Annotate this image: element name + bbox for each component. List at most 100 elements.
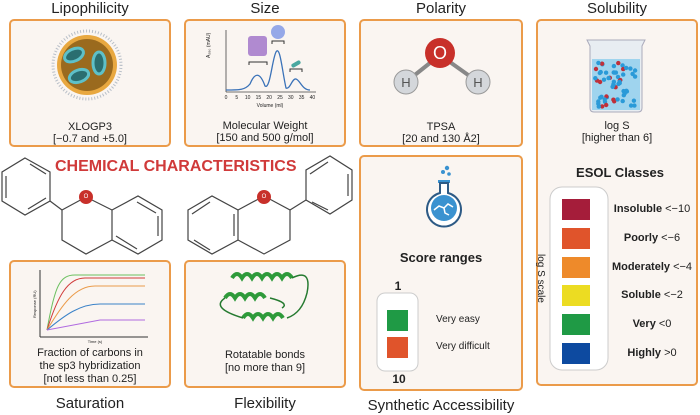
score-level-label: Very easy: [436, 314, 480, 325]
size-range: [150 and 500 g/mol]: [216, 132, 314, 144]
esol-class-threshold: >0: [664, 347, 677, 359]
flexibility-range: [no more than 9]: [224, 362, 306, 374]
particle: [615, 97, 620, 102]
lipophilicity-metric: XLOGP3: [67, 121, 113, 133]
particle: [611, 79, 617, 85]
esol-class-name: Very: [632, 318, 656, 331]
particle: [604, 102, 609, 108]
saturation-line1: Fraction of carbons in: [37, 347, 143, 359]
esol-class-threshold: <−10: [665, 203, 691, 215]
particle: [596, 60, 601, 66]
size-chart-tick: 5: [235, 95, 239, 101]
particle: [624, 65, 629, 71]
score-level-label: Very difficult: [436, 341, 490, 352]
score-bottom: 10: [392, 372, 406, 386]
esol-swatch: [562, 314, 590, 336]
particle: [615, 74, 621, 80]
particle: [631, 98, 637, 103]
size-chart-tick: 35: [298, 95, 305, 101]
score-swatch: [387, 310, 408, 331]
particle: [620, 63, 625, 68]
size-exclusion-chart: [225, 25, 316, 93]
esol-swatch: [562, 227, 590, 249]
flexibility-metric: Rotatable bonds: [224, 349, 306, 361]
oxygen-atom-right: [257, 190, 271, 204]
esol-class-name: Soluble: [621, 289, 661, 302]
size-chart-tick: 20: [266, 95, 272, 101]
esol-swatch: [562, 199, 590, 220]
flask-icon: [426, 165, 462, 228]
particle: [632, 103, 637, 108]
score-top: 1: [394, 279, 402, 293]
saturation-chart-ylabel: Response (RU): [32, 290, 37, 318]
flavan-molecule-left: [1, 157, 163, 255]
polarity-metric: TPSA: [426, 121, 456, 133]
particle: [601, 77, 607, 82]
panel-flexibility: [184, 260, 346, 388]
particle: [593, 76, 598, 81]
esol-class-threshold: <−2: [663, 289, 683, 302]
hydrogen-label-right: H: [473, 75, 483, 90]
size-chart-tick: 15: [255, 95, 262, 101]
lipophilicity-range: [−0.7 and +5.0]: [52, 133, 127, 145]
particle: [599, 61, 605, 66]
size-metric: Molecular Weight: [222, 120, 308, 132]
particle: [596, 104, 601, 109]
hydrogen-label-left: H: [401, 75, 411, 90]
heading-size: Size: [250, 0, 280, 17]
esol-swatch: [562, 256, 590, 278]
water-molecule-icon: [393, 38, 491, 95]
heading-lipophilicity: Lipophilicity: [51, 0, 129, 17]
esol-class-threshold: <−6: [661, 231, 681, 244]
nanoparticle-icon: [51, 29, 123, 101]
esol-swatch: [562, 343, 590, 364]
particle: [628, 66, 633, 71]
particle: [612, 99, 617, 104]
oxygen-label-right: O: [261, 194, 267, 200]
esol-title: ESOL Classes: [576, 165, 664, 180]
esol-class-threshold: <−4: [673, 260, 693, 273]
particle: [603, 70, 609, 75]
particle: [602, 97, 607, 102]
oxygen-atom-left: [79, 190, 93, 204]
size-chart-xlabel: Volume (ml): [256, 103, 284, 109]
solubility-range: [higher than 6]: [581, 132, 653, 144]
particle: [598, 95, 603, 100]
esol-class-name: Moderately: [611, 260, 671, 273]
saturation-chart-xlabel: Time (s): [87, 339, 103, 344]
size-chart-tick: 40: [309, 95, 316, 101]
saturation-line2: the sp3 hybridization: [39, 360, 141, 372]
heading-synthetic-accessibility: Synthetic Accessibility: [367, 397, 515, 414]
protein-helix-icon: [219, 272, 309, 322]
flavan-molecule-right: [187, 155, 353, 255]
oxygen-label: O: [432, 43, 447, 63]
polarity-range: [20 and 130 Å2]: [402, 133, 480, 145]
score-swatch: [387, 337, 408, 358]
esol-class: Very <0: [606, 318, 698, 330]
esol-class: Insoluble <−10: [606, 203, 698, 215]
size-chart-tick: 10: [244, 95, 251, 101]
particle: [593, 66, 599, 72]
heading-saturation: Saturation: [55, 395, 125, 412]
particle: [606, 75, 611, 81]
particle: [622, 91, 627, 96]
particle: [612, 70, 617, 75]
esol-class-name: Highly: [627, 347, 661, 359]
esol-class-name: Insoluble: [613, 203, 663, 215]
log-s-scale-label: log S scale: [535, 254, 546, 303]
beaker-icon: [586, 39, 646, 113]
particle: [611, 63, 617, 69]
score-ranges-title: Score ranges: [399, 250, 483, 265]
size-chart-tick: 30: [288, 95, 294, 101]
heading-polarity: Polarity: [415, 0, 467, 17]
esol-class: Highly >0: [606, 347, 698, 359]
size-chart-tick: 25: [277, 95, 283, 101]
particle: [600, 104, 605, 109]
particle: [616, 60, 621, 66]
particle: [628, 103, 634, 108]
esol-class: Poorly <−6: [606, 232, 698, 244]
esol-swatch: [562, 285, 590, 307]
esol-class: Soluble <−2: [606, 289, 698, 301]
oxygen-label-left: O: [83, 194, 89, 200]
